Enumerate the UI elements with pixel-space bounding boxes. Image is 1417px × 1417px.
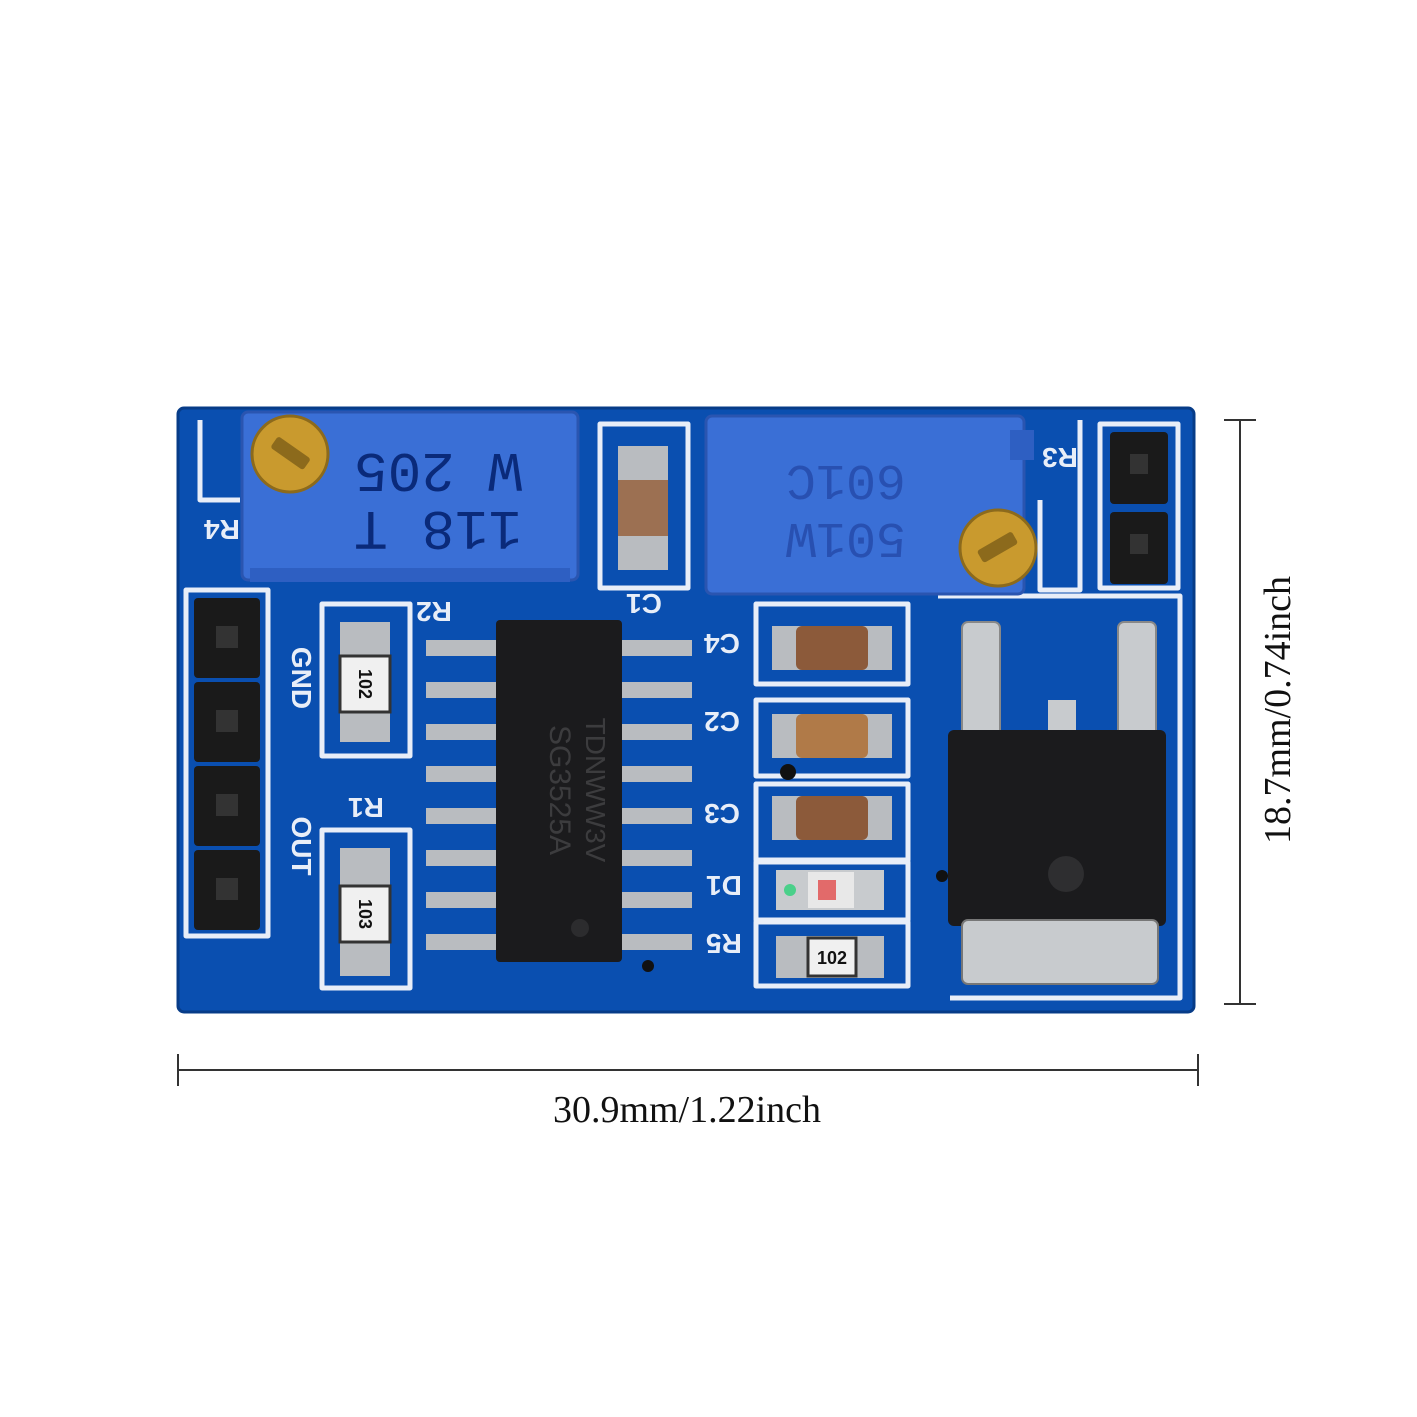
- potentiometer-r4: W 205 118 T: [240, 410, 580, 582]
- silk-label-c2: C2: [704, 706, 740, 737]
- silk-c1-outline: [597, 421, 691, 591]
- silk-r3-outline: [1037, 420, 1083, 593]
- led-d1: [776, 870, 884, 910]
- silk-label-c3: C3: [704, 798, 740, 829]
- pot-r3-marking-line2: 501W: [786, 508, 906, 565]
- resistor-r5-code: 102: [817, 948, 847, 968]
- potentiometer-r3: 601C 501W: [704, 414, 1038, 596]
- capacitor-c4: [772, 626, 892, 670]
- width-dimension-line: [177, 1054, 1199, 1086]
- silk-label-out: OUT: [286, 816, 317, 875]
- silk-label-c4: C4: [704, 628, 740, 659]
- silk-label-r5: R5: [706, 928, 742, 959]
- silk-c4-outline: [753, 601, 911, 687]
- height-dimension-label: 18.7mm/0.74inch: [1257, 575, 1299, 845]
- width-dimension-text: 30.9mm/1.22inch: [552, 1089, 822, 1131]
- via: [780, 764, 796, 780]
- via: [936, 870, 948, 882]
- silk-r1-outline: [319, 827, 413, 991]
- silk-label-r2: R2: [416, 596, 452, 627]
- silk-label-r1: R1: [348, 792, 384, 823]
- ic-sg3525a: SG3525A TDNWW3V: [496, 620, 622, 962]
- ic-marking-line2: TDNWW3V: [580, 718, 611, 863]
- ic-marking-line1: SG3525A: [543, 725, 576, 855]
- ic-pins: [426, 640, 692, 950]
- pot-r4-marking-line1: W 205: [354, 437, 522, 501]
- silk-r2-outline: [319, 601, 413, 759]
- header-right: [1110, 432, 1168, 584]
- silk-header-left-outline: [183, 587, 271, 939]
- via: [642, 960, 654, 972]
- silk-label-gnd: GND: [286, 647, 317, 709]
- resistor-r1: 103: [338, 848, 392, 976]
- silk-label-c1: C1: [626, 588, 662, 619]
- silk-r4-outline: [197, 420, 240, 503]
- silk-label-r3: R3: [1042, 442, 1078, 473]
- capacitor-c3: [772, 796, 892, 840]
- resistor-r2-code: 102: [355, 669, 375, 699]
- capacitor-c2: [772, 714, 892, 758]
- header-left-pins: [194, 598, 260, 930]
- resistor-r1-code: 103: [355, 899, 375, 929]
- silk-label-r4: R4: [204, 514, 240, 545]
- width-dimension-label: 30.9mm/1.22inch: [0, 1088, 1374, 1132]
- pot-r3-marking-line1: 601C: [786, 450, 906, 507]
- silk-regulator-outline: [938, 593, 1183, 1001]
- voltage-regulator: [948, 621, 1166, 985]
- silk-c2-outline: [753, 697, 911, 779]
- resistor-r5: 102: [776, 936, 884, 978]
- silk-header-right-outline: [1097, 421, 1181, 591]
- capacitor-c1: [618, 446, 668, 570]
- height-dimension-line: [1224, 419, 1256, 1005]
- silk-r5-outline: [753, 919, 911, 989]
- resistor-r2: 102: [338, 622, 392, 742]
- pot-r4-marking-line2: 118 T: [354, 495, 522, 559]
- silk-label-d1: D1: [706, 870, 742, 901]
